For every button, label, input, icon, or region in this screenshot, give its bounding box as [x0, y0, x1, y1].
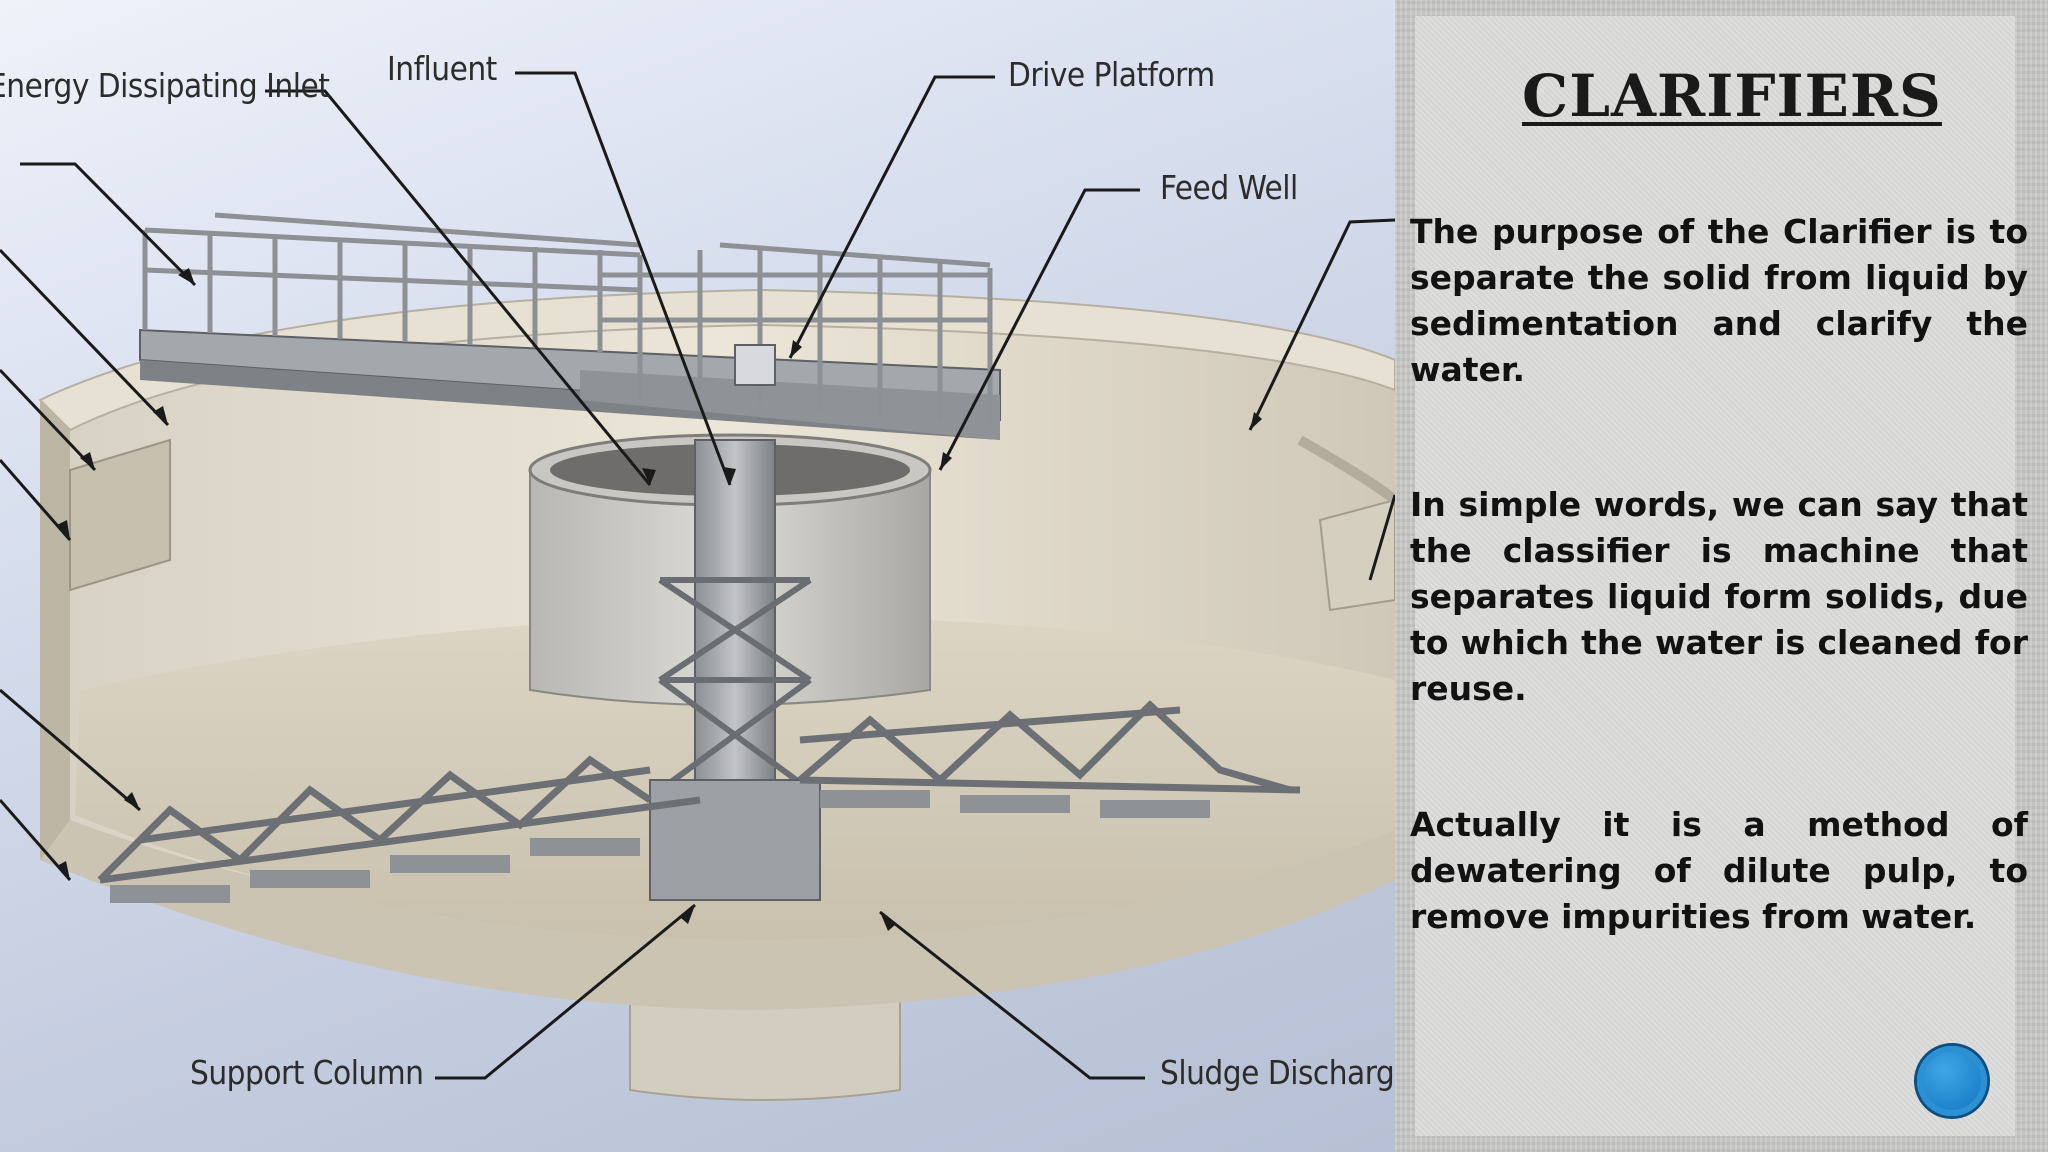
callout-influent: Influent	[387, 49, 497, 88]
clarifier-illustration	[0, 71, 1395, 1101]
callout-energy-dissipating-inlet: Energy Dissipating Inlet	[0, 66, 330, 105]
paragraph-method: Actually it is a method of dewatering of…	[1410, 805, 2028, 936]
paragraph-simple-words: In simple words, we can say that the cla…	[1410, 485, 2028, 708]
callout-support-column: Support Column	[190, 1053, 424, 1092]
callout-drive-platform: Drive Platform	[1008, 55, 1215, 94]
callout-sludge-discharge: Sludge Discharge	[1160, 1053, 1395, 1092]
slide-title: CLARIFIERS	[1522, 62, 1942, 130]
callout-feed-well: Feed Well	[1160, 168, 1298, 207]
circle-button-icon[interactable]	[1917, 1046, 1987, 1116]
text-panel: CLARIFIERS The purpose of the Clarifier …	[1395, 0, 2048, 1152]
clarifier-diagram: Energy Dissipating Inlet Influent Drive …	[0, 0, 1395, 1152]
paragraph-purpose: The purpose of the Clarifier is to separ…	[1410, 212, 2028, 389]
text-panel-background	[1415, 16, 2015, 1136]
